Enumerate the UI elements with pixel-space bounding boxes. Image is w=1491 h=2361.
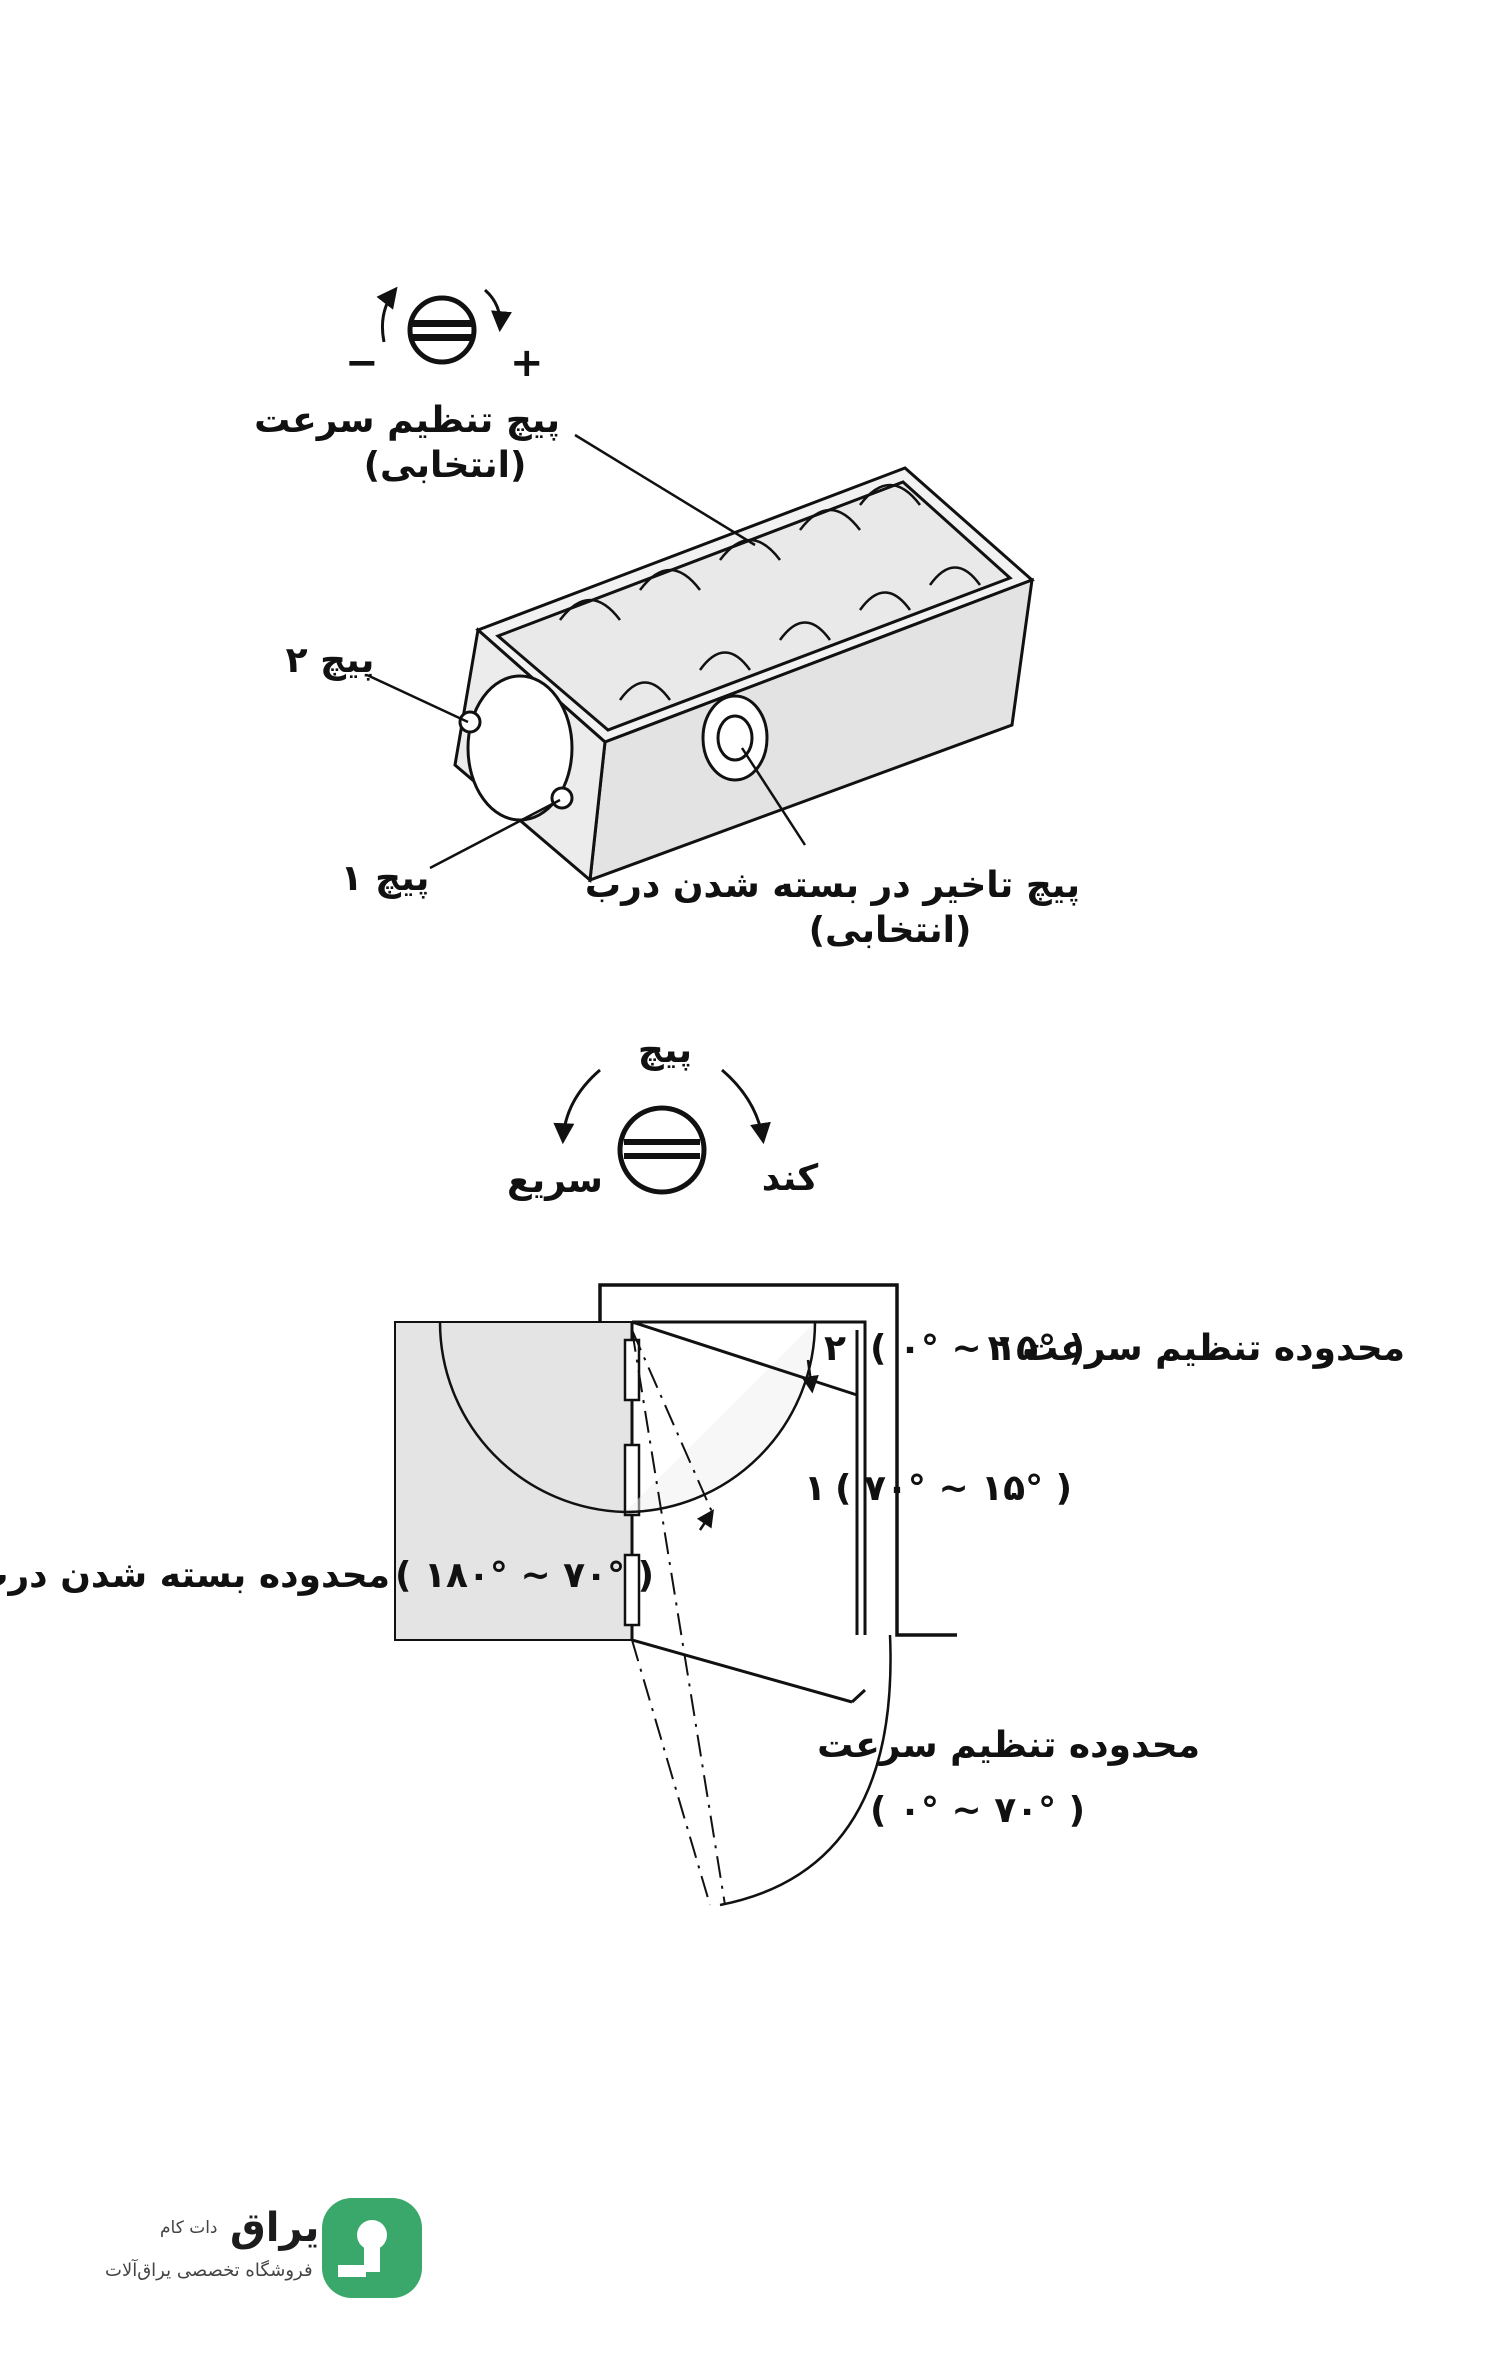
brand-logo [322,2198,422,2298]
delay-screw-label: پیچ تاخیر در بسته شدن درب [584,865,1080,906]
logo-tagline-text: فروشگاه تخصصی یراق‌آلات [105,2260,313,2281]
screw-legend-symbol [553,1068,771,1195]
fast-label: سریع [507,1160,603,1201]
fast-arrow-icon [553,1068,601,1145]
door-leaf-area [394,1321,633,1641]
plus-sign: + [510,340,544,386]
screw-1-icon [550,786,574,810]
screw-legend-title: پیچ [637,1030,693,1071]
speed-range-2-value: ( ۰° ~ ۱۵° ) [870,1328,1086,1369]
speed-range-1-value: ( ۷۰° ~ ۱۵° ) [835,1468,1073,1509]
rotate-left-arrow-icon [376,286,398,343]
minus-sign: − [345,340,379,386]
screw-2-label: پیچ ۲ [285,640,375,681]
door-plan-diagram [394,1283,957,1907]
logo-brand-text: یراق [230,2205,320,2251]
speed-screw-label: پیچ تنظیم سرعت [254,400,560,441]
speed-screw-optional: (انتخابی) [363,445,527,486]
slow-arrow-icon [721,1068,771,1145]
adjust-screw-symbol [376,286,512,365]
speed-range-value: ( ۰° ~ ۷۰° ) [870,1790,1086,1831]
logo-suffix-text: دات کام [160,2218,218,2238]
speed-range-label: محدوده تنظیم سرعت [817,1725,1200,1766]
closing-range-value: ( ۱۸۰° ~ ۷۰° ) [395,1555,655,1596]
closing-range-label: محدوده بسته شدن درب [0,1555,390,1596]
speed-range-2-label: محدوده تنظیم سرعت ۲ [987,1328,1405,1369]
mark-2: ۲ [824,1328,846,1369]
legend-screw-head-icon [617,1105,707,1195]
door-closer-housing [453,466,1035,883]
delay-screw-optional: (انتخابی) [808,910,972,951]
top-leader-lines [366,433,807,870]
screw-head-icon [407,295,477,365]
screw-2-icon [458,710,482,734]
screw-1-label: پیچ ۱ [340,858,430,899]
slow-label: کند [761,1158,819,1199]
mark-1: ۱ [804,1468,826,1509]
rotate-right-arrow-icon [483,288,512,333]
